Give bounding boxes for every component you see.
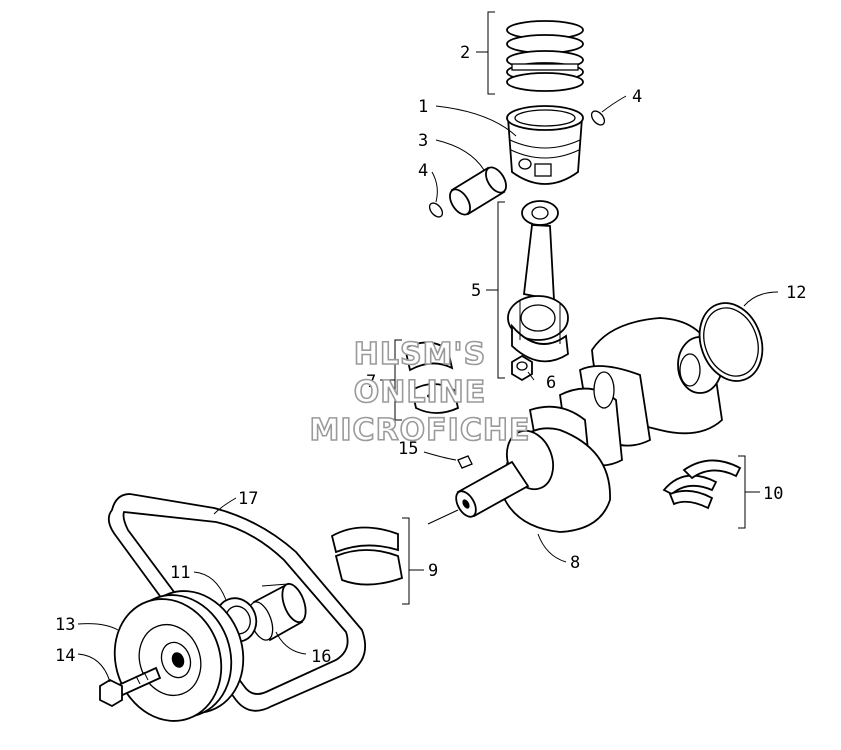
label-14: 14: [55, 646, 75, 666]
rod-bearing: [403, 341, 460, 414]
pulley-bolt: [99, 666, 162, 708]
label-12: 12: [786, 283, 806, 303]
label-10: 10: [763, 484, 783, 504]
label-5: 5: [471, 281, 481, 301]
rod-nut: [511, 354, 533, 382]
connecting-rod: [507, 200, 569, 363]
label-7: 7: [366, 372, 376, 392]
circlip-right: [590, 110, 606, 126]
woodruff-key: [457, 455, 473, 469]
oil-seal: [698, 302, 764, 382]
crankshaft-gear: [248, 582, 307, 642]
leader-lines: [77, 95, 779, 683]
circlip-left: [428, 202, 444, 218]
label-1: 1: [418, 97, 428, 117]
label-6: 6: [546, 373, 556, 393]
label-9: 9: [428, 561, 438, 581]
watermark-line-1: HLSM'S: [354, 337, 486, 372]
crankshaft: [455, 317, 723, 533]
label-2: 2: [460, 43, 470, 63]
label-8: 8: [570, 553, 580, 573]
watermark: HLSM'S ONLINE MICROFICHE: [309, 336, 531, 449]
label-16: 16: [311, 647, 331, 667]
thrust-washers: [662, 459, 742, 510]
label-17: 17: [238, 489, 258, 509]
label-4-right: 4: [632, 87, 642, 107]
label-11: 11: [170, 563, 190, 583]
label-15: 15: [398, 439, 418, 459]
label-3: 3: [418, 131, 428, 151]
piston: [506, 105, 584, 185]
label-4-left: 4: [418, 161, 428, 181]
main-bearing: [330, 526, 404, 586]
crankshaft-pulley: [113, 590, 245, 722]
watermark-line-2: ONLINE: [354, 375, 487, 410]
callout-labels: 1 2 3 4 4 5 6 7 8 9 10 11 12 13 14 15 16…: [55, 43, 806, 667]
watermark-line-3: MICROFICHE: [310, 413, 531, 448]
label-13: 13: [55, 615, 75, 635]
piston-rings: [506, 20, 584, 92]
piston-pin: [449, 166, 507, 216]
